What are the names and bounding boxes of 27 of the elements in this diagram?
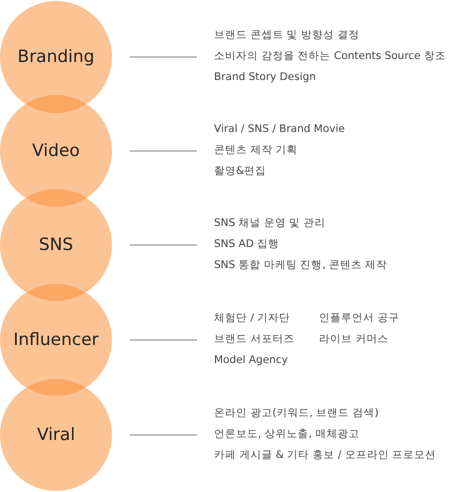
category-label: Branding (18, 47, 94, 67)
service-item: 브랜드 콘셉트 및 방향성 결정 (214, 28, 360, 42)
connector-line (130, 434, 198, 436)
category-label: Influencer (13, 330, 99, 350)
service-item: 언론보도, 상위노출, 매체광고 (214, 427, 360, 441)
category-circle (0, 379, 112, 491)
service-item: Viral / SNS / Brand Movie (214, 122, 345, 136)
service-item: 라이브 커머스 (319, 332, 388, 346)
connector-line (130, 56, 198, 58)
service-item: Brand Story Design (214, 70, 316, 84)
category-label: SNS (38, 235, 74, 255)
connector-line (130, 150, 198, 152)
service-item: 콘텐츠 제작 기획 (214, 143, 298, 157)
service-item: 카페 게시글 & 기타 홍보 / 오프라인 프로모션 (214, 448, 436, 462)
service-item: 인플루언서 공구 (319, 311, 400, 325)
connector-line (130, 244, 198, 246)
category-label: Viral (36, 425, 76, 445)
service-item: SNS AD 집행 (214, 237, 280, 251)
category-label: Video (32, 141, 80, 161)
service-item: 브랜드 서포터즈 (214, 332, 294, 346)
service-item: 촬영&편집 (214, 164, 266, 178)
service-item: SNS 채널 운영 및 관리 (214, 216, 326, 230)
service-item: 소비자의 감정을 전하는 Contents Source 창조 (214, 49, 446, 63)
service-item: SNS 통합 마케팅 진행, 콘텐츠 제작 (214, 258, 388, 272)
service-item: Model Agency (214, 353, 288, 367)
service-item: 온라인 광고(키워드, 브랜드 검색) (214, 406, 379, 420)
service-item: 체험단 / 기자단 (214, 311, 290, 325)
